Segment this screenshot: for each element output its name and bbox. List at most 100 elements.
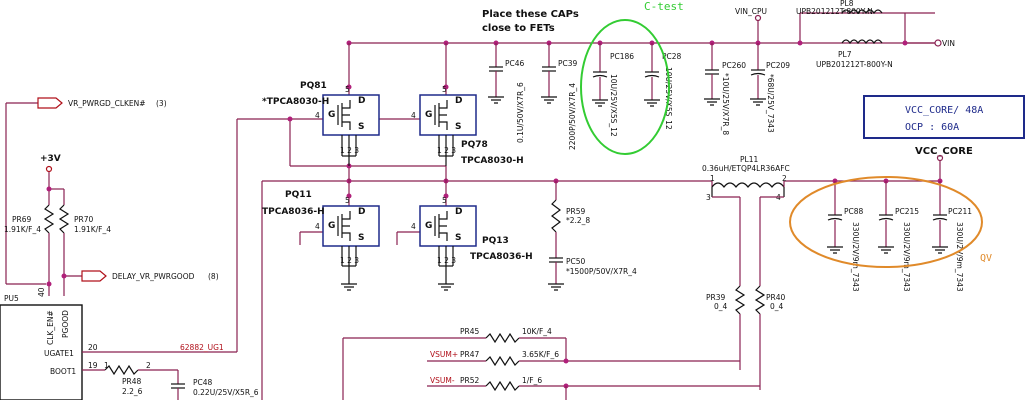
c-test-label: C-test xyxy=(644,0,684,13)
high-side-fets: G D S 4 5 1 2 3 PQ81 *TPCA8030-H G D S 4… xyxy=(236,43,524,352)
pc88-val: 330U/2V/9m_7343 xyxy=(851,222,860,292)
delay-vr-port xyxy=(81,270,107,282)
vcc-core-current: VCC_CORE/ 48A xyxy=(905,105,983,116)
pq11-fet xyxy=(322,205,380,247)
svg-text:4: 4 xyxy=(411,222,416,231)
pl11-val: 0.36uH/ETQP4LR36AFC xyxy=(702,164,790,173)
pc211-ref: PC211 xyxy=(948,207,972,216)
svg-text:4: 4 xyxy=(411,111,416,120)
pgood-pin: PGOOD xyxy=(61,310,70,338)
pr70-ref: PR70 xyxy=(74,215,94,224)
pr45-ref: PR45 xyxy=(460,327,480,336)
pr52-val: 1/F_6 xyxy=(522,376,542,385)
pc39-ref: PC39 xyxy=(558,59,578,68)
delay-vr-net: DELAY_VR_PWRGOOD xyxy=(112,272,195,281)
svg-text:1 2 3: 1 2 3 xyxy=(340,256,359,265)
pc260-val: *10U/25V/X7R_8 xyxy=(721,73,730,135)
svg-text:2: 2 xyxy=(146,361,151,370)
pq13-part: TPCA8036-H xyxy=(470,252,533,262)
place-caps-note: Place these CAPs xyxy=(482,9,579,20)
switch-node-rail: PL11 0.36uH/ETQP4LR36AFC 1 2 3 4 xyxy=(261,154,944,400)
vin-cpu-label: VIN_CPU xyxy=(735,7,767,16)
svg-text:5: 5 xyxy=(345,85,350,94)
pr40-val: 0_4 xyxy=(770,302,784,311)
svg-text:5: 5 xyxy=(345,196,350,205)
pr48-ref: PR48 xyxy=(122,377,142,386)
pr69-val: 1.91K/F_4 xyxy=(4,225,41,234)
ocp-limit: OCP : 60A xyxy=(905,122,959,133)
pc39-val: 2200P/50V/X7R_4 xyxy=(568,83,577,150)
pl11-ref: PL11 xyxy=(740,155,758,164)
snubber-network: PR59 *2.2_8 PC50 *1500P/50V/X7R_4 xyxy=(548,181,637,291)
vcc-core-info-box: VCC_CORE/ 48A OCP : 60A xyxy=(863,95,1025,139)
svg-text:5: 5 xyxy=(442,85,447,94)
svg-text:4: 4 xyxy=(315,111,320,120)
c-test-highlight xyxy=(580,19,670,155)
pc186-val: 10U/25V/X5S_12 xyxy=(609,74,618,137)
pc209-val: *68U/25V_7343 xyxy=(766,74,775,133)
ugate1-pin: UGATE1 xyxy=(44,349,74,358)
svg-text:S: S xyxy=(455,233,461,243)
pq81-ref: PQ81 xyxy=(300,81,327,91)
input-capacitors: PC46 0.1U/50V/X7R_6 PC39 2200P/50V/X7R_4… xyxy=(488,43,790,150)
qv-highlight xyxy=(789,176,983,268)
pc215-val: 330U/2V/9m_7343 xyxy=(902,222,911,292)
vr-pwrgd-ref: (3) xyxy=(156,99,167,108)
pq81-part: *TPCA8030-H xyxy=(262,97,329,107)
vcc-core-label: VCC_CORE xyxy=(915,146,973,157)
svg-text:D: D xyxy=(358,207,365,217)
svg-text:S: S xyxy=(455,122,461,132)
svg-text:S: S xyxy=(358,122,364,132)
pin-40: 40 xyxy=(37,287,46,297)
vsum-minus-net: VSUM- xyxy=(430,376,455,385)
pq78-part: TPCA8030-H xyxy=(461,156,524,166)
pq11-ref: PQ11 xyxy=(285,190,312,200)
pc28-ref: PC28 xyxy=(662,52,682,61)
pc211-val: 330U/2V/9m_7343 xyxy=(955,222,964,292)
ug1-net: 62882_UG1 xyxy=(180,343,224,352)
svg-text:G: G xyxy=(425,110,432,120)
pl7-part: UPB201212T-800Y-N xyxy=(816,60,893,69)
vin-terminal xyxy=(934,39,942,47)
sense-resistors: PR39 0_4 PR40 0_4 xyxy=(706,196,786,390)
pl11-pin3: 3 xyxy=(706,193,711,202)
pr45-val: 10K/F_4 xyxy=(522,327,552,336)
pc48-ref: PC48 xyxy=(193,378,213,387)
output-capacitors: PC88 330U/2V/9m_7343 PC215 330U/2V/9m_73… xyxy=(827,181,972,292)
svg-text:D: D xyxy=(455,96,462,106)
delay-vr-ref: (8) xyxy=(208,272,219,281)
pq78-ref: PQ78 xyxy=(461,140,488,150)
pr47-val: 3.65K/F_6 xyxy=(522,350,559,359)
current-sense-network: PR45 10K/F_4 VSUM+ PR47 3.65K/F_6 VSUM- … xyxy=(342,327,760,400)
pl8-part: UPB201212T-800Y-N xyxy=(796,7,873,16)
pl11-pin1: 1 xyxy=(710,174,715,183)
pr59-val: *2.2_8 xyxy=(566,216,590,225)
pc50-ref: PC50 xyxy=(566,257,586,266)
pq78-fet xyxy=(419,94,477,136)
pr39-ref: PR39 xyxy=(706,293,726,302)
svg-text:4: 4 xyxy=(315,222,320,231)
pl7-inductor xyxy=(841,39,883,45)
vr-pwrgd-port xyxy=(37,97,63,109)
pr40-ref: PR40 xyxy=(766,293,786,302)
pin-20: 20 xyxy=(88,343,98,352)
clk-en-pin: CLK_EN# xyxy=(46,310,55,345)
pin-19: 19 xyxy=(88,361,98,370)
pr39-val: 0_4 xyxy=(714,302,728,311)
pr52-ref: PR52 xyxy=(460,376,480,385)
svg-text:1 2 3: 1 2 3 xyxy=(437,256,456,265)
pc46-val: 0.1U/50V/X7R_6 xyxy=(516,82,525,143)
pc260-ref: PC260 xyxy=(722,61,746,70)
pc215-ref: PC215 xyxy=(895,207,919,216)
vin-rail: VIN_CPU VIN PL8 UPB201212T-800Y-N PL7 UP… xyxy=(346,0,955,69)
svg-text:5: 5 xyxy=(442,196,447,205)
pr47-ref: PR47 xyxy=(460,350,480,359)
pu5-controller-ic xyxy=(0,304,83,400)
vr-pwrgd-net: VR_PWRGD_CLKEN# xyxy=(68,99,146,108)
pl11-inductor xyxy=(711,182,785,188)
pr48-val: 2.2_6 xyxy=(122,387,143,396)
pq11-part: TPCA8036-H xyxy=(262,207,325,217)
vin-label: VIN xyxy=(942,39,955,48)
low-side-fets: G D S 4 5 1 2 3 PQ11 TPCA8036-H G D S 4 … xyxy=(262,181,533,291)
